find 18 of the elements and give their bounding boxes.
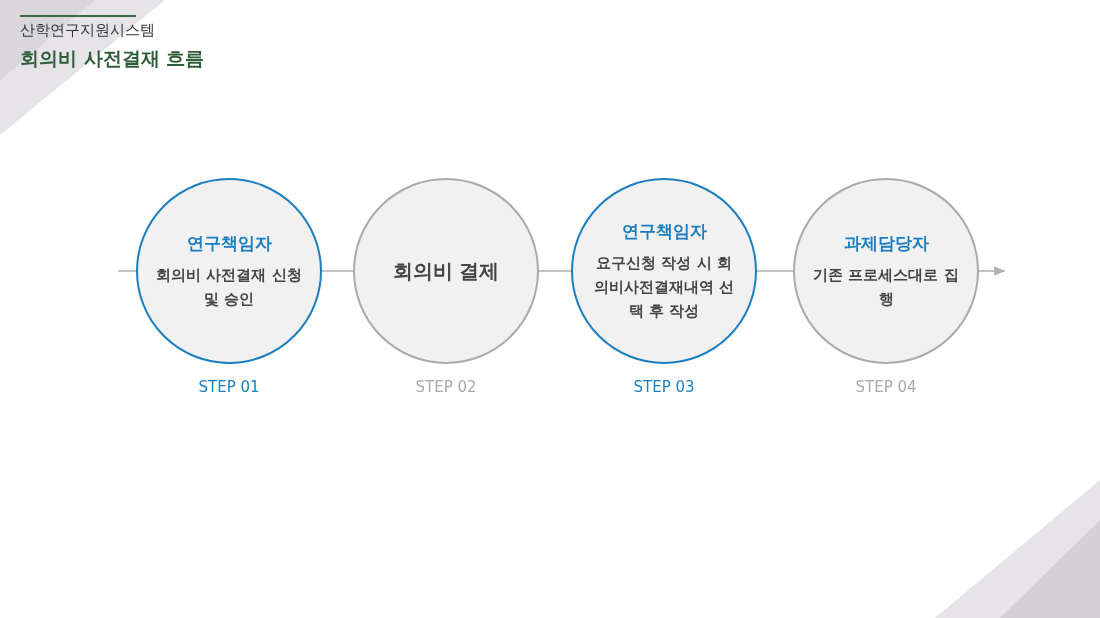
connector-line [756, 270, 794, 272]
subtitle: 산학연구지원시스템 [20, 21, 155, 40]
role-heading: 연구책임자 [186, 231, 272, 255]
role-heading: 과제담당자 [843, 231, 929, 255]
step-description: 기존 프로세스대로 집행 [812, 265, 960, 309]
step-description: 요구신청 작성 시 회의비사전결재내역 선택 후 작성 [592, 253, 736, 321]
connector-line [117, 270, 137, 272]
arrow [978, 266, 1006, 276]
step-number: STEP 03 [632, 378, 696, 396]
step-number: STEP 01 [197, 378, 261, 396]
step-number: STEP 04 [854, 378, 918, 396]
step-description: 회의비 사전결재 신청 및 승인 [155, 265, 303, 309]
step-number: STEP 02 [414, 378, 478, 396]
step-label: 회의비 결제 [392, 257, 500, 285]
title: 회의비 사전결재 흐름 [20, 46, 205, 71]
connector-line [321, 270, 354, 272]
role-heading: 연구책임자 [621, 219, 707, 243]
connector-line [538, 270, 572, 272]
